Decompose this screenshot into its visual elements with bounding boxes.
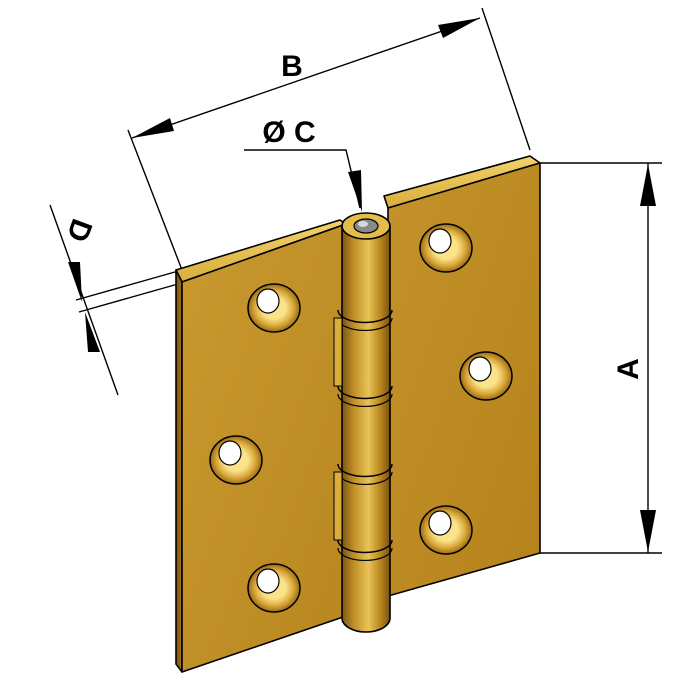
dimension-d-arrow-bottom	[85, 312, 100, 352]
dimension-b-extension-left	[127, 129, 183, 271]
screw-hole	[419, 505, 473, 555]
dimension-d-leader	[49, 204, 119, 396]
knuckle-joint	[337, 309, 393, 324]
left-leaf-side-edge	[175, 269, 183, 673]
knuckle-joint	[337, 385, 393, 400]
screw-hole	[247, 283, 301, 333]
knuckle-joint	[337, 539, 393, 554]
right-leaf-holes	[419, 223, 513, 555]
knuckle-joint	[337, 547, 393, 562]
dimension-c: Ø C	[244, 116, 362, 212]
dimension-a: A	[540, 162, 662, 554]
left-leaf	[175, 219, 347, 673]
dimension-d-label: D	[60, 214, 98, 246]
dimension-a-arrow-top	[640, 164, 656, 206]
screw-hole	[209, 435, 263, 485]
dimension-c-leader	[244, 149, 361, 209]
barrel-body	[341, 225, 391, 633]
knuckle-joint	[337, 393, 393, 408]
dimension-d-arrow-top	[68, 262, 82, 302]
knuckle-gap	[333, 471, 343, 541]
screw-hole	[419, 223, 473, 273]
dimension-d-extension-bottom	[78, 281, 186, 313]
dimension-a-arrow-bottom	[640, 510, 656, 552]
dimension-d-extension-top	[75, 269, 183, 301]
screw-hole	[459, 351, 513, 401]
dimension-b-line	[131, 17, 481, 139]
dimension-b: B	[127, 7, 531, 271]
dimension-b-extension-right	[481, 7, 531, 151]
knuckle-gap	[333, 317, 343, 387]
dimension-b-label: B	[281, 50, 303, 83]
dimension-c-label: Ø C	[262, 116, 315, 149]
screw-hole	[247, 563, 301, 613]
dimension-b-arrow-right	[438, 18, 480, 38]
dimension-c-arrow	[348, 170, 362, 212]
hinge-pin-highlight	[358, 221, 368, 227]
hinge-barrel	[333, 212, 393, 633]
dimension-d: D	[49, 204, 186, 396]
left-leaf-holes	[209, 283, 301, 613]
dimension-b-arrow-left	[132, 118, 174, 138]
knuckle-joint	[337, 463, 393, 478]
dimension-a-label: A	[612, 358, 645, 380]
